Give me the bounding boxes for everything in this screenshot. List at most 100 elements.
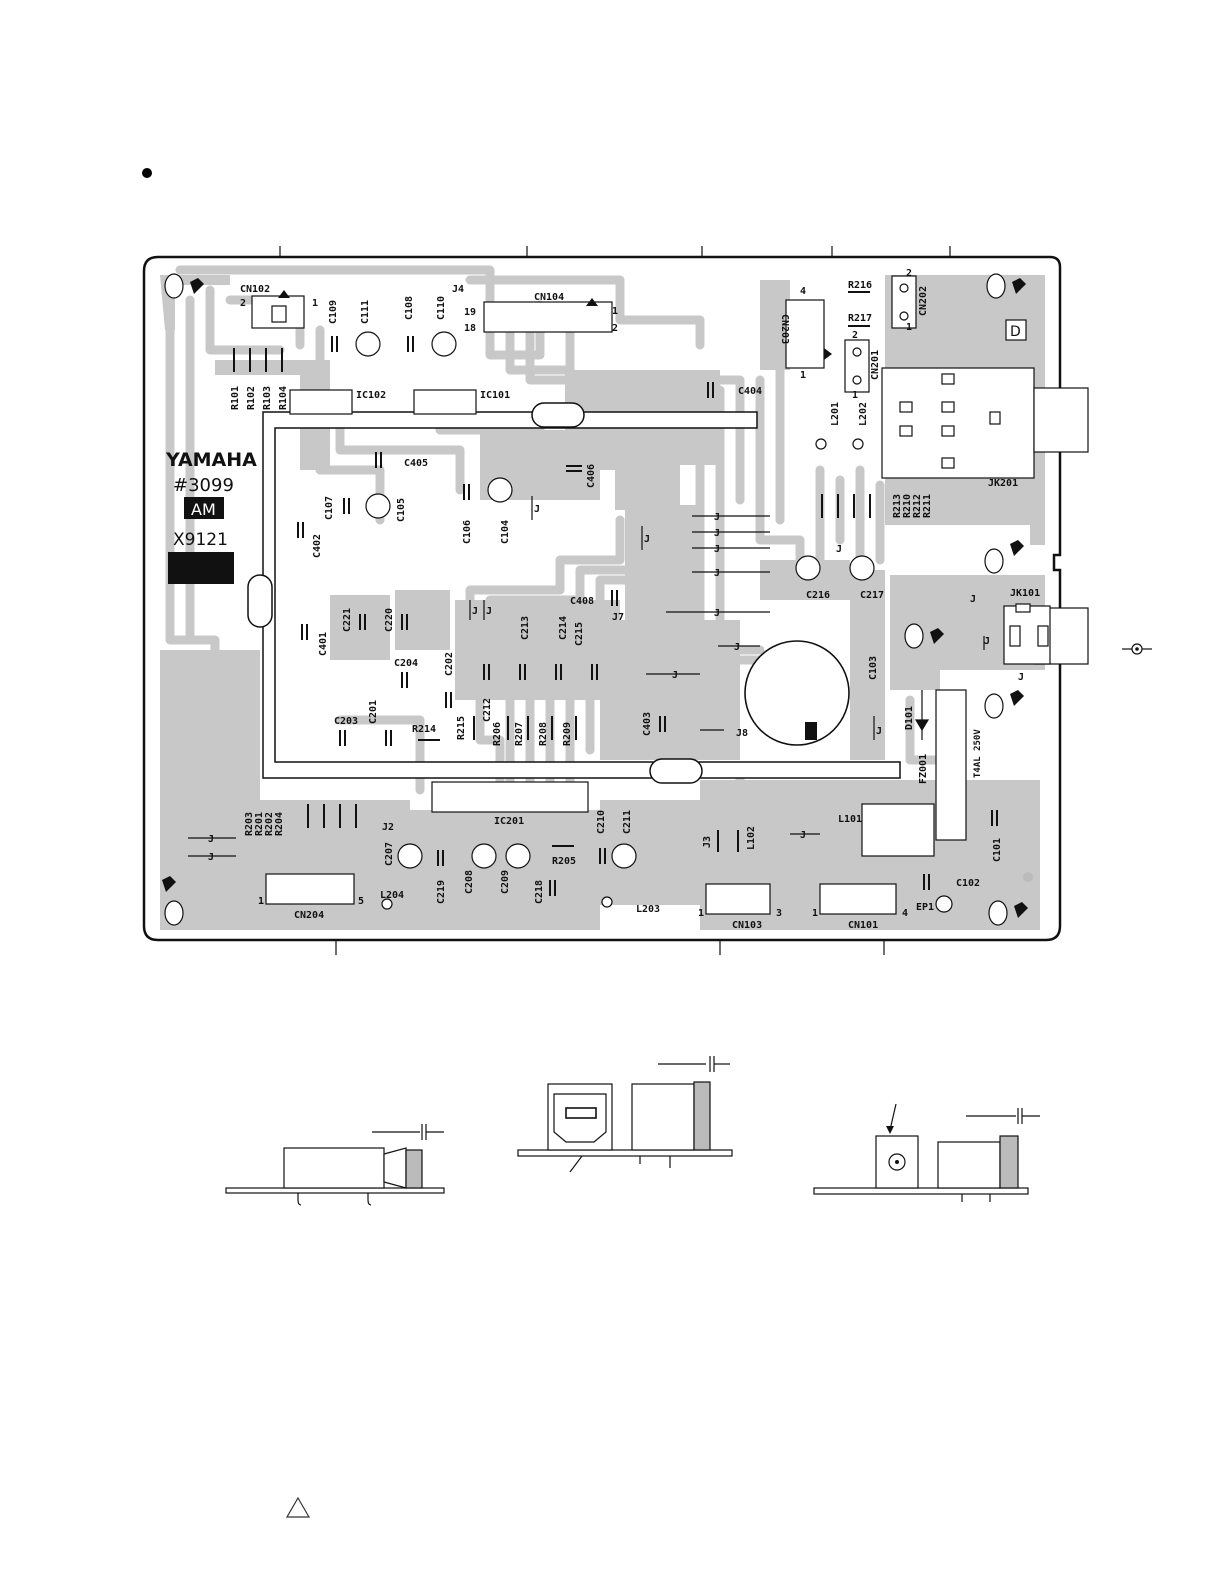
ref-label: CN101 <box>848 920 878 931</box>
ref-label: CN104 <box>534 292 564 303</box>
svg-text:2: 2 <box>240 298 246 309</box>
svg-text:J: J <box>534 504 540 515</box>
component-labels: CN102 C109 C111 C108 C110 J4 CN104 CN203… <box>230 280 1040 931</box>
ref-label: C211 <box>622 810 633 834</box>
svg-text:J: J <box>714 512 720 523</box>
ref-label: L204 <box>380 890 404 901</box>
ref-label: C215 <box>574 622 585 646</box>
svg-text:J: J <box>208 852 214 863</box>
small-capacitors <box>297 336 998 896</box>
ref-label: L101 <box>838 814 862 825</box>
ref-label: R211 <box>922 494 933 518</box>
ref-label: J7 <box>612 612 624 623</box>
bullet-icon <box>142 168 152 178</box>
ground-symbol-icon <box>1122 643 1152 655</box>
mounting-screw-icon <box>984 690 1024 719</box>
svg-text:1: 1 <box>698 908 704 919</box>
ref-label: C216 <box>806 590 830 601</box>
svg-text:J: J <box>800 830 806 841</box>
ref-label: C202 <box>444 652 455 676</box>
mounting-screw-icon <box>904 623 944 649</box>
svg-text:J: J <box>970 594 976 605</box>
ref-label: C207 <box>384 842 395 866</box>
ref-label: R103 <box>262 386 273 410</box>
ref-label: C219 <box>436 880 447 904</box>
ref-label: IC201 <box>494 816 524 827</box>
resistor-ticks <box>233 291 871 852</box>
svg-text:1: 1 <box>800 370 806 381</box>
svg-text:19: 19 <box>464 307 476 318</box>
svg-text:1: 1 <box>812 908 818 919</box>
ref-label: C201 <box>368 700 379 724</box>
ref-label: R206 <box>492 722 503 746</box>
side-view-detail-2 <box>517 1056 733 1173</box>
jumper-lines <box>188 496 985 857</box>
svg-text:1: 1 <box>906 322 912 333</box>
ref-label: R207 <box>514 722 525 746</box>
part-number-label: #3099 <box>173 475 234 496</box>
d101-diode <box>914 690 930 740</box>
ref-label: R204 <box>274 812 285 836</box>
ref-label: C104 <box>500 520 511 544</box>
svg-text:J: J <box>876 726 882 737</box>
ref-label: CN201 <box>870 350 881 380</box>
ref-label: C406 <box>586 464 597 488</box>
ref-label: C213 <box>520 616 531 640</box>
copper-traces <box>165 265 965 875</box>
ref-label: C107 <box>324 496 335 520</box>
ref-label: R205 <box>552 856 576 867</box>
mounting-screw-icon <box>162 876 184 926</box>
ref-label: L201 <box>830 402 841 426</box>
svg-text:J: J <box>714 608 720 619</box>
brand-label: YAMAHA <box>165 449 257 471</box>
ref-label: EP1 <box>916 902 934 913</box>
ref-label: R202 <box>264 812 275 836</box>
side-mark-label: D <box>1010 324 1021 340</box>
ref-label: C105 <box>396 498 407 522</box>
svg-text:1: 1 <box>258 896 264 907</box>
ref-label: JK201 <box>988 478 1018 489</box>
ref-label: R102 <box>246 386 257 410</box>
jumper-labels: J J J J J J J J J J J J J J J J J J J <box>208 504 1024 863</box>
side-view-detail-1 <box>225 1124 445 1206</box>
ref-label: C212 <box>482 698 493 722</box>
ref-label: R203 <box>244 812 255 836</box>
ref-label: R209 <box>562 722 573 746</box>
svg-text:1: 1 <box>852 390 858 401</box>
ref-label: L202 <box>858 402 869 426</box>
mounting-screw-icon <box>984 540 1024 574</box>
svg-text:J: J <box>714 568 720 579</box>
ref-label: C203 <box>334 716 358 727</box>
ref-label: J4 <box>452 284 464 295</box>
caution-triangle-icon <box>285 1496 311 1518</box>
svg-text:1: 1 <box>312 298 318 309</box>
svg-text:J: J <box>984 636 990 647</box>
ref-label: C209 <box>500 870 511 894</box>
svg-text:J: J <box>472 606 478 617</box>
ref-label: R208 <box>538 722 549 746</box>
ref-label: C401 <box>318 632 329 656</box>
ref-label: C404 <box>738 386 762 397</box>
mounting-screw-icon <box>988 900 1028 926</box>
ref-label: J2 <box>382 822 394 833</box>
ref-label: C218 <box>534 880 545 904</box>
ref-label: CN204 <box>294 910 324 921</box>
fuse-rating-label: T4AL 250V <box>973 729 983 778</box>
svg-text:4: 4 <box>800 286 806 297</box>
ref-label: C101 <box>992 838 1003 862</box>
band-label: AM <box>191 500 216 519</box>
ref-label: J8 <box>736 728 748 739</box>
svg-text:J: J <box>1018 672 1024 683</box>
ref-label: C106 <box>462 520 473 544</box>
mounting-screw-icon <box>164 273 204 299</box>
ref-label: C109 <box>328 300 339 324</box>
svg-text:2: 2 <box>852 330 858 341</box>
ref-label: C402 <box>312 534 323 558</box>
ref-label: C102 <box>956 878 980 889</box>
ref-label: C210 <box>596 810 607 834</box>
svg-text:18: 18 <box>464 323 476 334</box>
svg-text:J: J <box>714 528 720 539</box>
svg-text:2: 2 <box>612 323 618 334</box>
ref-label: D101 <box>904 706 915 730</box>
